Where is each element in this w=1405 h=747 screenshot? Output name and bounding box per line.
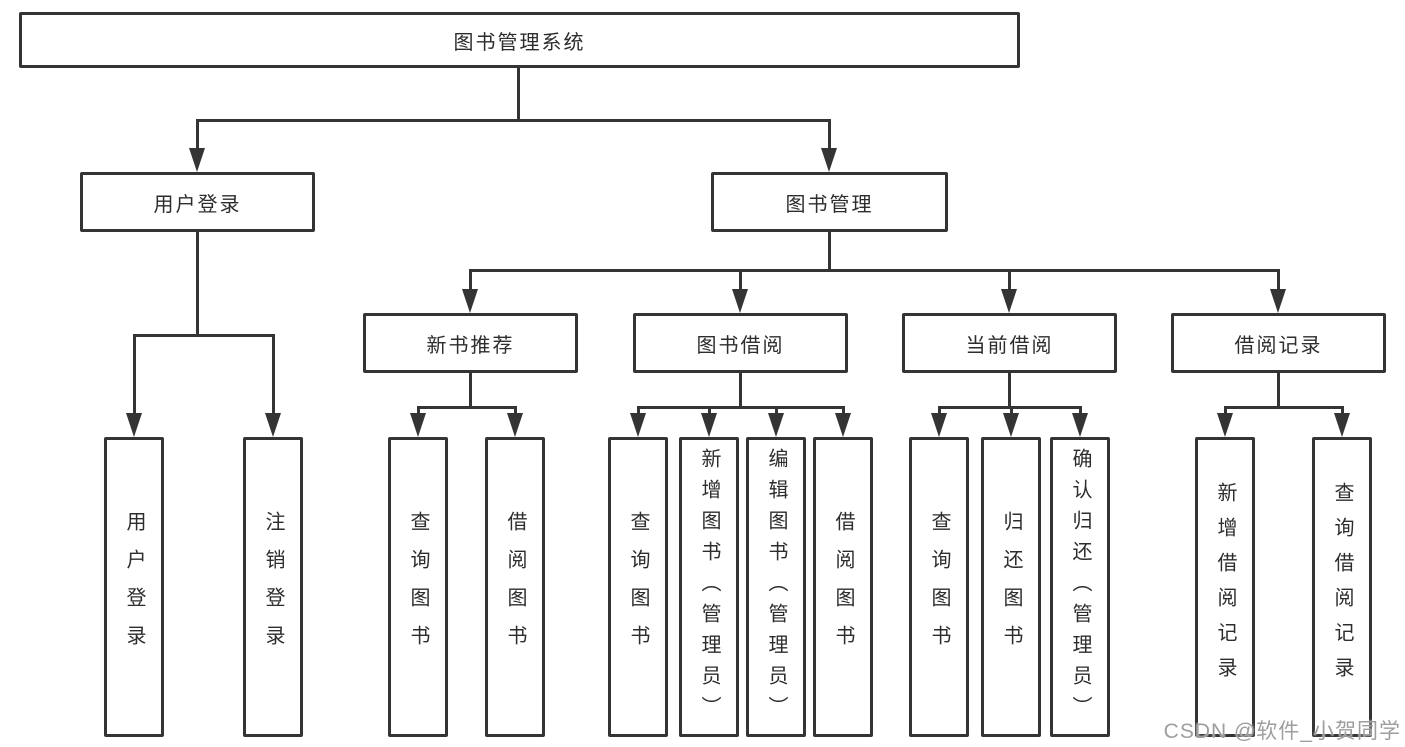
leaf-record-query-record-label: 查询借阅记录	[1331, 482, 1353, 692]
leaf-borrow-query-book-label: 查询图书	[627, 511, 649, 663]
arrowhead	[410, 413, 426, 437]
connector-line	[739, 373, 742, 409]
csdn-watermark: CSDN @软件_小贺同学	[1163, 720, 1401, 743]
connector-line	[739, 269, 742, 291]
arrowhead	[630, 413, 646, 437]
arrowhead	[1334, 413, 1350, 437]
arrowhead	[265, 413, 281, 437]
connector-line	[133, 334, 136, 415]
leaf-borrow-edit-book-admin: 编辑图书（管理员）	[746, 437, 806, 737]
node-borrow-record-label: 借阅记录	[1234, 334, 1323, 357]
arrowhead	[507, 413, 523, 437]
node-user-login: 用户登录	[80, 172, 315, 232]
connector-line	[1224, 406, 1344, 409]
connector-line	[828, 232, 831, 272]
connector-line	[637, 406, 845, 409]
node-root: 图书管理系统	[19, 12, 1020, 68]
node-user-login-label: 用户登录	[153, 193, 242, 216]
node-new-book-recommend-label: 新书推荐	[426, 334, 515, 357]
connector-line	[1008, 269, 1011, 291]
node-current-borrow: 当前借阅	[902, 313, 1117, 373]
arrowhead	[931, 413, 947, 437]
connector-line	[1224, 406, 1227, 416]
connector-line	[828, 119, 831, 150]
leaf-record-query-record: 查询借阅记录	[1312, 437, 1372, 737]
connector-line	[469, 269, 1280, 272]
connector-line	[469, 373, 472, 409]
arrowhead	[126, 413, 142, 437]
leaf-current-query-book: 查询图书	[909, 437, 969, 737]
node-root-label: 图书管理系统	[453, 31, 586, 54]
leaf-borrow-borrow-book-label: 借阅图书	[832, 511, 854, 663]
connector-line	[1008, 373, 1011, 409]
node-book-borrow: 图书借阅	[633, 313, 848, 373]
arrowhead	[701, 413, 717, 437]
leaf-current-return-book: 归还图书	[981, 437, 1041, 737]
connector-line	[196, 232, 199, 337]
arrowhead	[1003, 413, 1019, 437]
leaf-current-query-book-label: 查询图书	[928, 511, 950, 663]
leaf-newrec-query-book-label: 查询图书	[407, 511, 429, 663]
leaf-current-confirm-return-admin-label: 确认归还（管理员）	[1069, 447, 1091, 727]
connector-line	[469, 269, 472, 291]
arrowhead	[189, 148, 205, 172]
node-borrow-record: 借阅记录	[1171, 313, 1386, 373]
leaf-borrow-add-book-admin: 新增图书（管理员）	[679, 437, 739, 737]
leaf-current-confirm-return-admin: 确认归还（管理员）	[1050, 437, 1110, 737]
connector-line	[1277, 269, 1280, 291]
arrowhead	[462, 289, 478, 313]
connector-line	[708, 406, 711, 416]
connector-line	[196, 119, 199, 150]
leaf-logout: 注销登录	[243, 437, 303, 737]
leaf-newrec-borrow-book-label: 借阅图书	[504, 511, 526, 663]
arrowhead	[821, 148, 837, 172]
connector-line	[196, 119, 831, 122]
leaf-newrec-borrow-book: 借阅图书	[485, 437, 545, 737]
arrowhead	[1217, 413, 1233, 437]
connector-line	[1341, 406, 1344, 416]
connector-line	[417, 406, 420, 416]
leaf-user-login-label: 用户登录	[123, 511, 145, 663]
leaf-borrow-add-book-admin-label: 新增图书（管理员）	[698, 447, 720, 727]
connector-line	[842, 406, 845, 416]
leaf-borrow-borrow-book: 借阅图书	[813, 437, 873, 737]
arrowhead	[1270, 289, 1286, 313]
leaf-newrec-query-book: 查询图书	[388, 437, 448, 737]
connector-line	[517, 68, 520, 121]
connector-line	[1010, 406, 1013, 416]
node-current-borrow-label: 当前借阅	[965, 334, 1054, 357]
arrowhead	[1001, 289, 1017, 313]
node-book-borrow-label: 图书借阅	[696, 334, 785, 357]
node-book-management: 图书管理	[711, 172, 948, 232]
leaf-record-add-record-label: 新增借阅记录	[1214, 482, 1236, 692]
connector-line	[133, 334, 275, 337]
leaf-borrow-edit-book-admin-label: 编辑图书（管理员）	[765, 447, 787, 727]
leaf-user-login: 用户登录	[104, 437, 164, 737]
connector-line	[1079, 406, 1082, 416]
connector-line	[272, 334, 275, 415]
leaf-current-return-book-label: 归还图书	[1000, 511, 1022, 663]
connector-line	[938, 406, 941, 416]
arrowhead	[768, 413, 784, 437]
arrowhead	[835, 413, 851, 437]
connector-line	[637, 406, 640, 416]
leaf-borrow-query-book: 查询图书	[608, 437, 668, 737]
leaf-record-add-record: 新增借阅记录	[1195, 437, 1255, 737]
node-book-management-label: 图书管理	[785, 193, 874, 216]
arrowhead	[1072, 413, 1088, 437]
connector-line	[775, 406, 778, 416]
node-new-book-recommend: 新书推荐	[363, 313, 578, 373]
leaf-logout-label: 注销登录	[262, 511, 284, 663]
connector-line	[514, 406, 517, 416]
arrowhead	[732, 289, 748, 313]
connector-line	[1277, 373, 1280, 409]
connector-line	[417, 406, 517, 409]
